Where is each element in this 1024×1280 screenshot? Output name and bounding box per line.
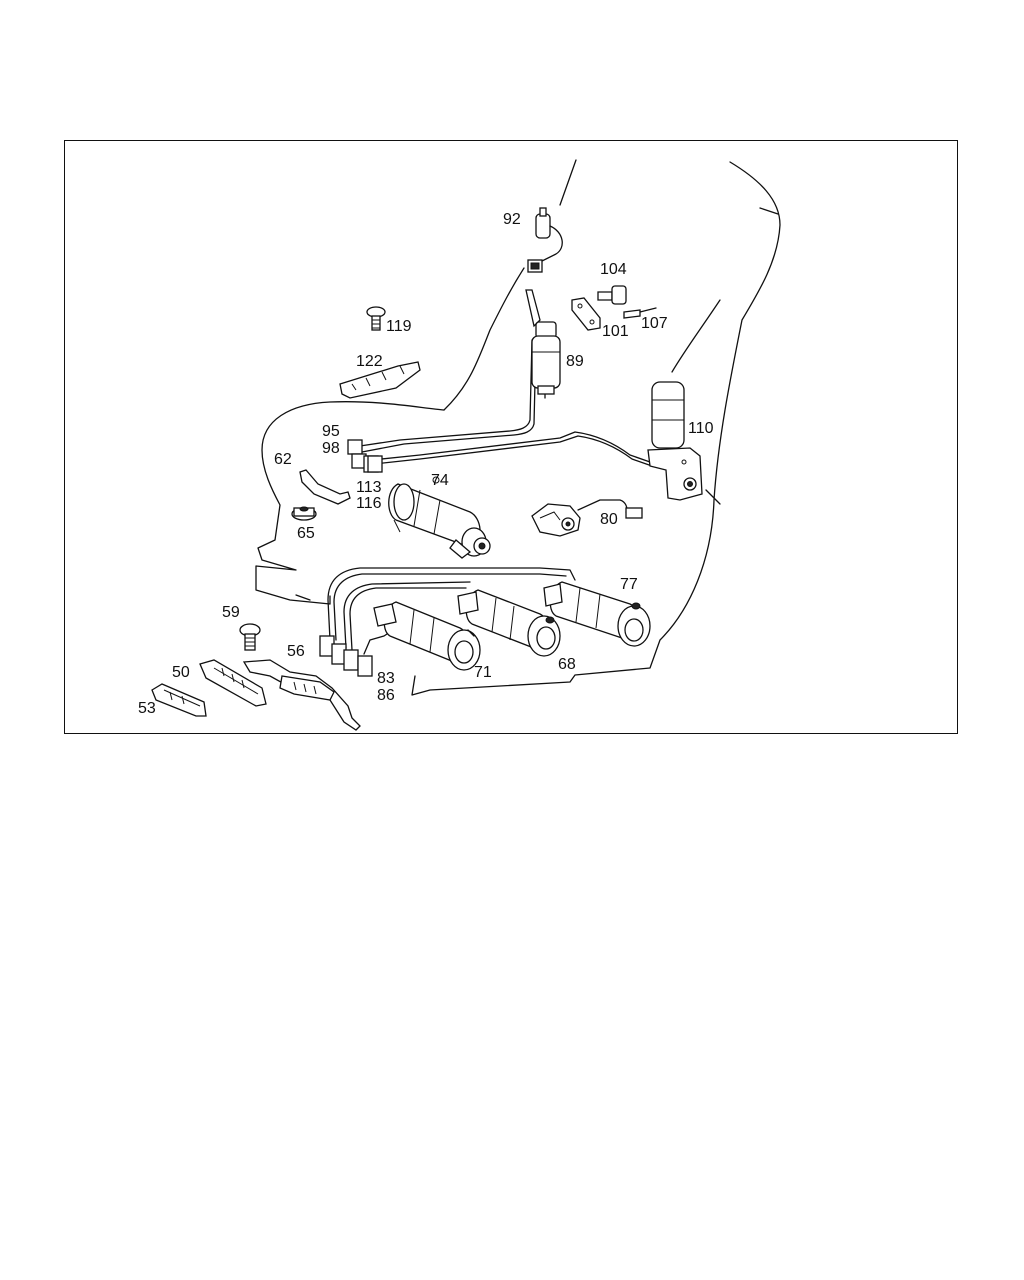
callout-80: 80 <box>600 511 618 528</box>
part-65-nut <box>291 506 317 521</box>
callout-92: 92 <box>503 211 521 228</box>
part-53-rail <box>151 683 207 717</box>
callout-101: 101 <box>602 323 629 340</box>
part-92-switch <box>527 207 563 273</box>
part-56-bracket <box>242 659 361 731</box>
seat-outline <box>255 159 781 696</box>
callout-53: 53 <box>138 700 156 717</box>
callout-119: 119 <box>386 318 412 335</box>
callout-labels: 92 104 107 101 119 122 89 110 95 98 62 1… <box>138 211 714 717</box>
part-83-86-connectors <box>319 635 373 677</box>
part-107-pin <box>623 307 657 319</box>
part-119-screw <box>366 306 386 331</box>
part-50-rail <box>199 659 267 707</box>
callout-83: 83 <box>377 670 395 687</box>
part-71-motor <box>373 601 481 671</box>
callout-104: 104 <box>600 261 627 278</box>
callout-68: 68 <box>558 656 576 673</box>
callout-116: 116 <box>356 495 382 512</box>
callout-95: 95 <box>322 423 340 440</box>
callout-86: 86 <box>377 687 395 704</box>
part-77-motor <box>543 581 651 647</box>
callout-122: 122 <box>356 353 383 370</box>
part-74-motor <box>388 476 491 559</box>
part-101-plate <box>571 297 601 331</box>
part-95-98-connectors <box>347 439 367 469</box>
callout-107: 107 <box>641 315 668 332</box>
callout-65: 65 <box>297 525 315 542</box>
part-122-bracket <box>339 361 421 399</box>
part-62-strap <box>299 469 351 505</box>
callout-56: 56 <box>287 643 305 660</box>
callout-71: 71 <box>474 664 492 681</box>
part-59-screw <box>239 623 261 651</box>
callout-74: 74 <box>431 472 449 489</box>
callout-62: 62 <box>274 451 292 468</box>
lower-wire-harness <box>327 567 576 655</box>
callout-59: 59 <box>222 604 240 621</box>
callout-77: 77 <box>620 576 638 593</box>
callout-50: 50 <box>172 664 190 681</box>
part-104-bolt <box>597 285 627 305</box>
callout-113: 113 <box>356 479 382 496</box>
callout-98: 98 <box>322 440 340 457</box>
part-80-switch <box>531 499 643 537</box>
part-89-motor <box>525 289 561 395</box>
part-68-motor <box>457 589 561 657</box>
upper-wire-harness <box>359 339 653 467</box>
callout-89: 89 <box>566 353 584 370</box>
part-113-116-connectors <box>363 455 383 473</box>
callout-110: 110 <box>688 420 714 437</box>
part-110-motor <box>647 381 703 501</box>
